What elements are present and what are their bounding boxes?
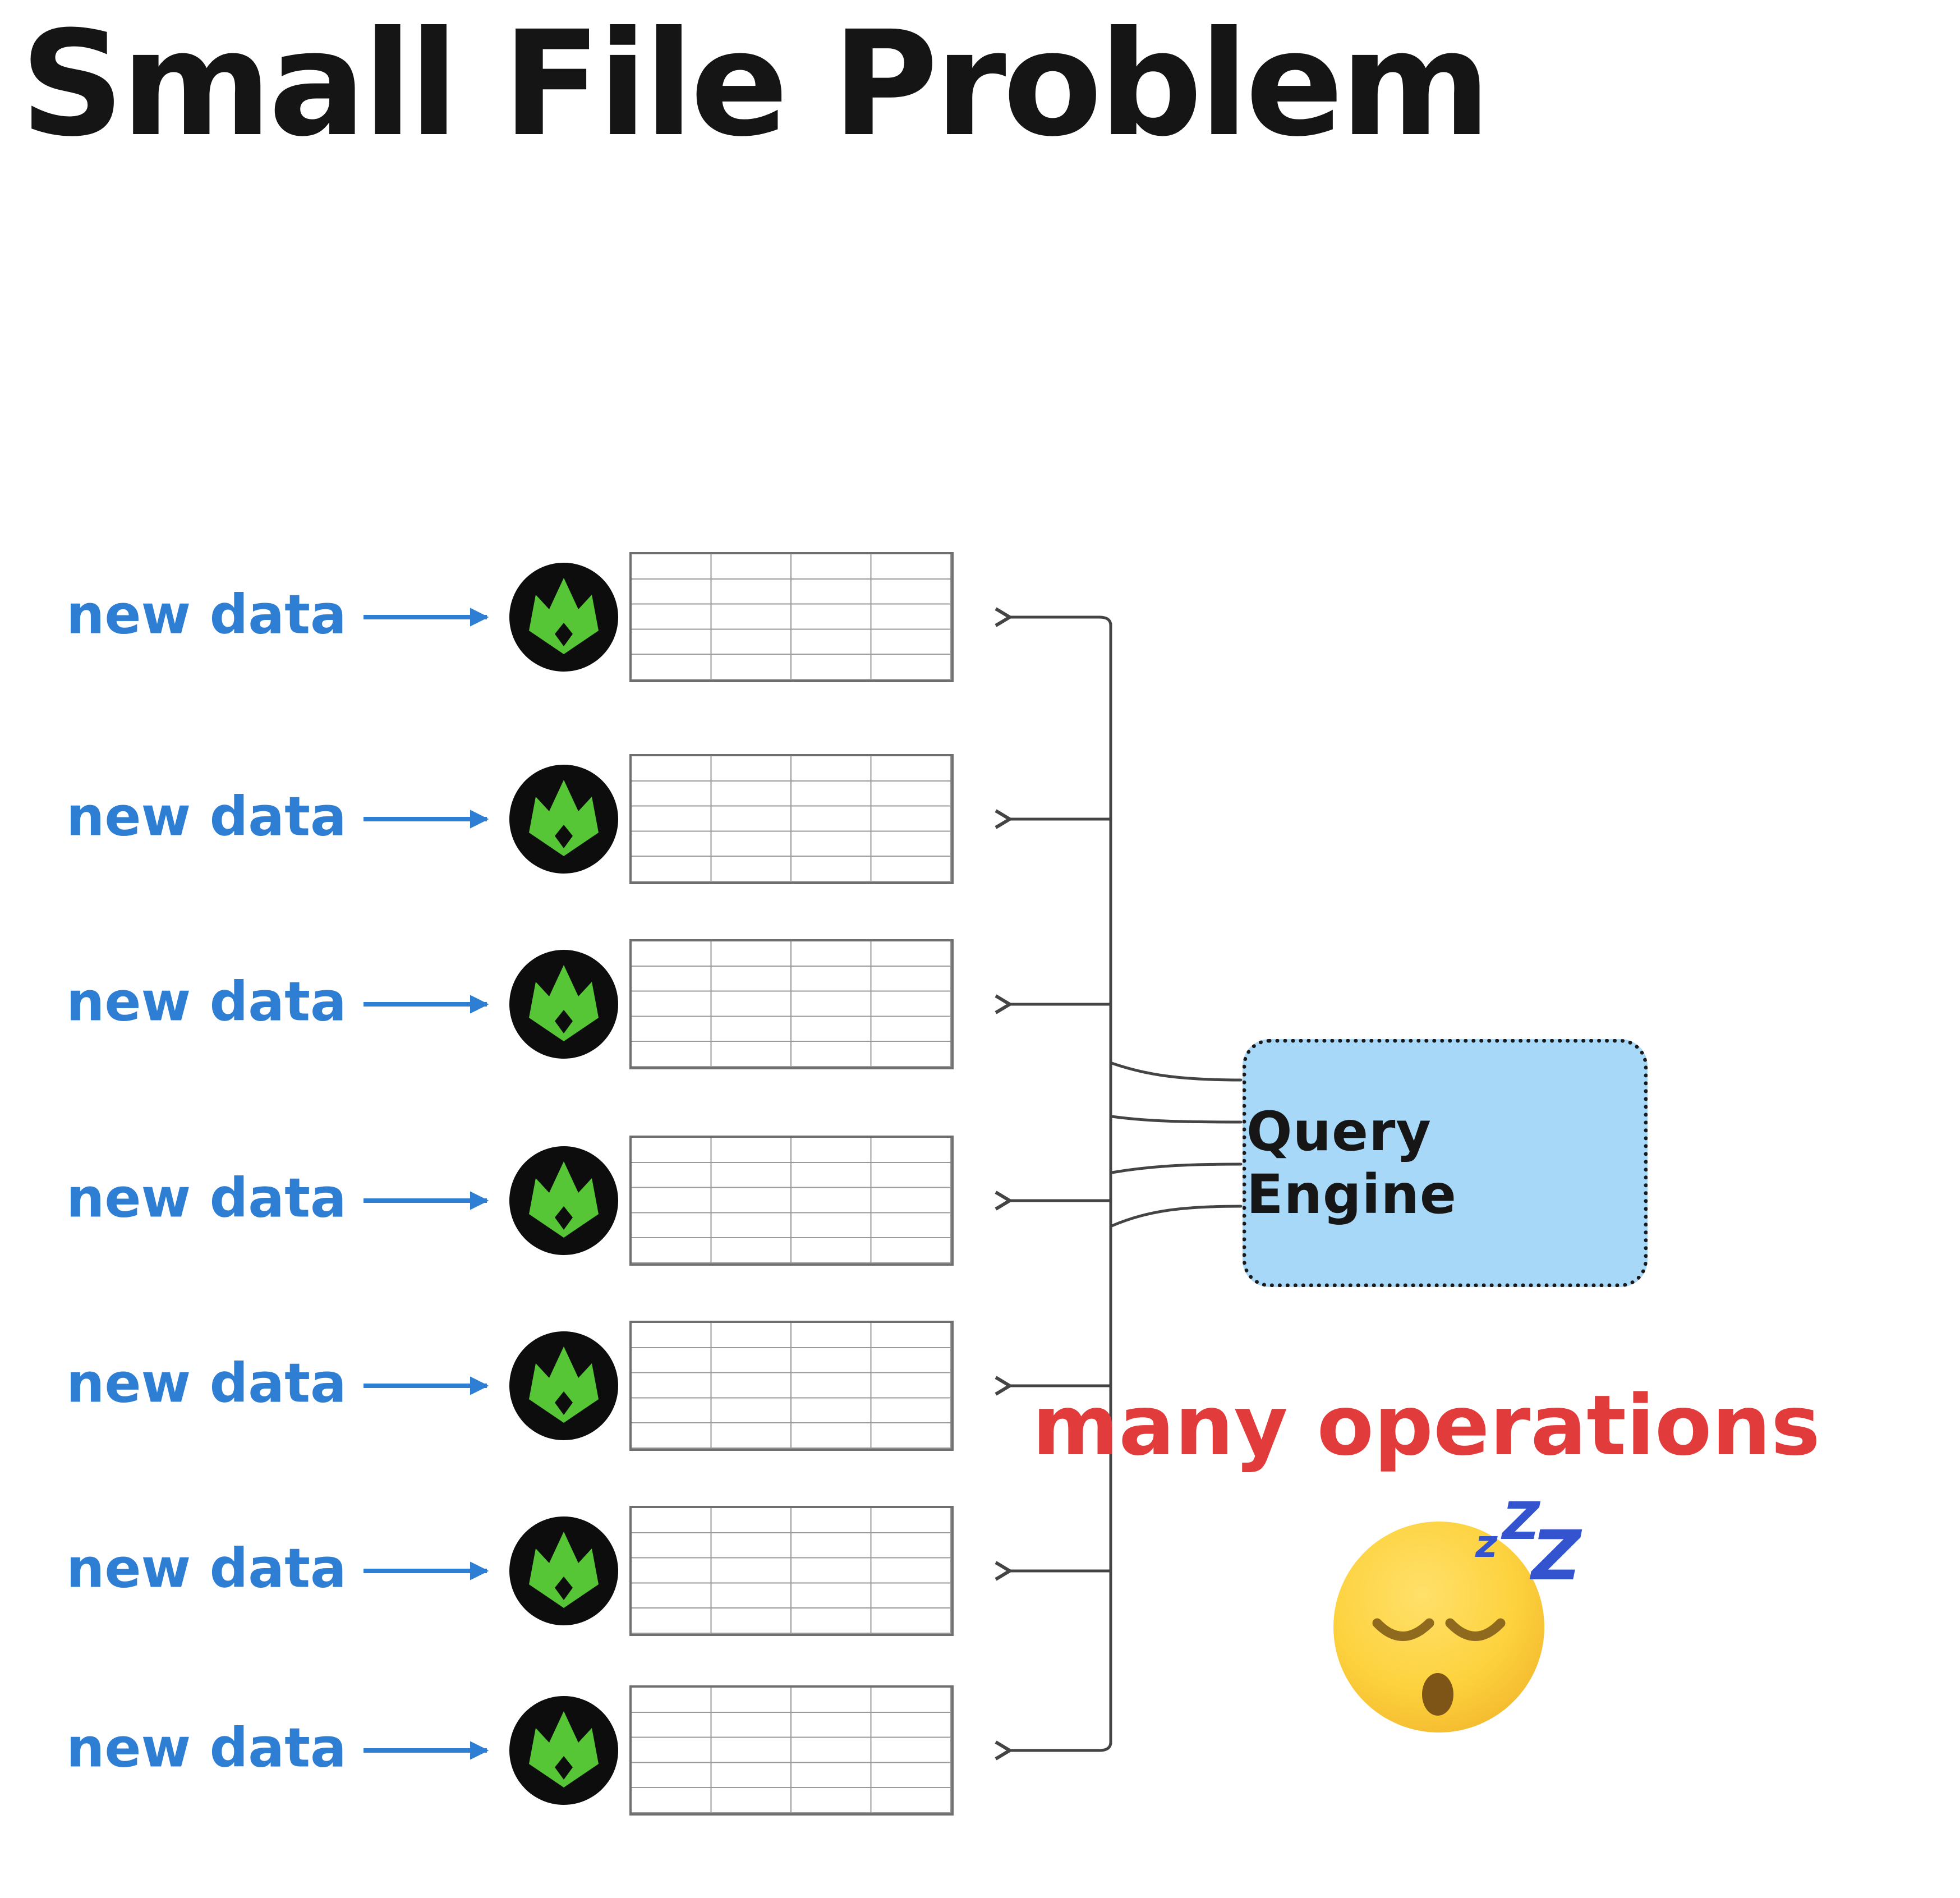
small-file-grid <box>629 1685 954 1816</box>
small-file-grid <box>629 754 954 884</box>
new-data-row: new data <box>0 937 1150 1072</box>
emoji-left-eye <box>1372 1618 1434 1641</box>
new-data-row: new data <box>0 1504 1150 1638</box>
new-data-row: new data <box>0 752 1150 886</box>
new-data-label: new data <box>66 970 347 1033</box>
new-data-label: new data <box>66 583 347 646</box>
new-data-row: new data <box>0 1318 1150 1453</box>
new-data-label: new data <box>66 1166 347 1230</box>
table-format-icon <box>508 561 620 673</box>
query-engine-label: Query Engine <box>1246 1100 1457 1226</box>
small-file-grid <box>629 1136 954 1266</box>
many-operations-label: many operations <box>1032 1377 1820 1474</box>
table-format-icon <box>508 1145 620 1257</box>
new-data-row: new data <box>0 1683 1150 1818</box>
emoji-zzz: z Z Z <box>1475 1491 1582 1596</box>
new-data-label: new data <box>66 1537 347 1600</box>
emoji-mouth <box>1422 1673 1453 1716</box>
table-format-icon <box>508 948 620 1060</box>
page-title: Small File Problem <box>20 0 1491 168</box>
new-data-row: new data <box>0 550 1150 684</box>
query-engine-box: Query Engine <box>1243 1039 1648 1287</box>
new-data-label: new data <box>66 1352 347 1415</box>
new-data-label: new data <box>66 1716 347 1780</box>
new-data-row: new data <box>0 1133 1150 1268</box>
small-file-grid <box>629 1506 954 1636</box>
emoji-right-eye <box>1445 1618 1506 1641</box>
svg-text:z: z <box>1475 1522 1498 1566</box>
table-format-icon <box>508 763 620 875</box>
svg-text:Z: Z <box>1529 1516 1582 1596</box>
table-format-icon <box>508 1330 620 1442</box>
emoji-face <box>1333 1522 1544 1732</box>
small-file-grid <box>629 939 954 1069</box>
small-file-grid <box>629 552 954 682</box>
table-format-icon <box>508 1515 620 1627</box>
table-format-icon <box>508 1694 620 1807</box>
sleeping-face-emoji: z Z Z <box>1333 1491 1582 1732</box>
new-data-label: new data <box>66 785 347 848</box>
svg-text:Z: Z <box>1501 1491 1541 1551</box>
small-file-grid <box>629 1321 954 1451</box>
